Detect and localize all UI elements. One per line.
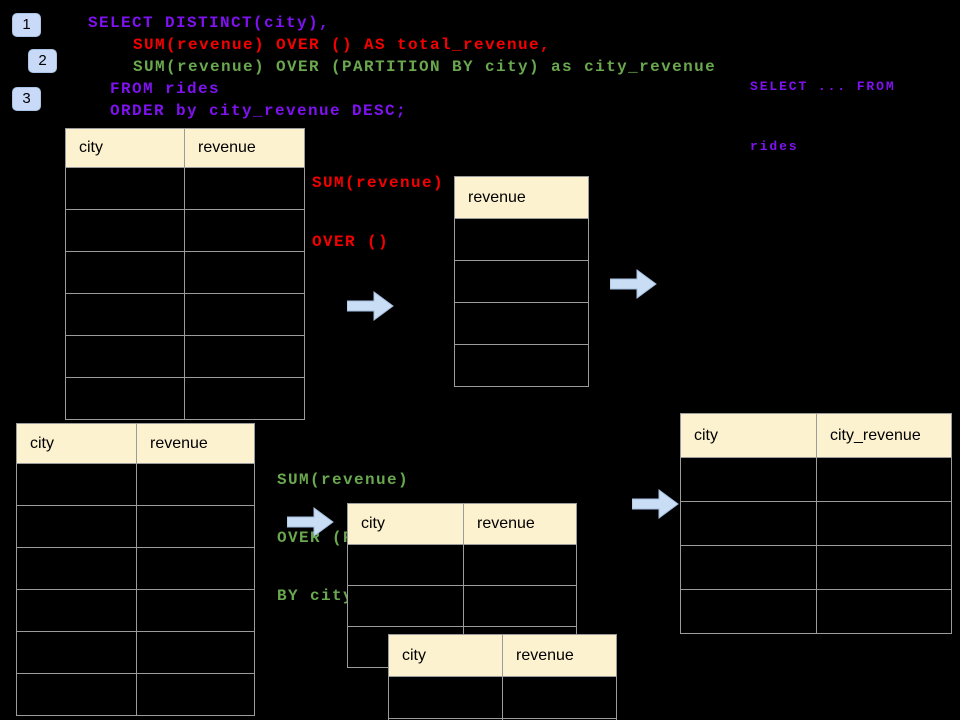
table-cell [65, 335, 185, 378]
table-rides-bottom: city revenue [16, 423, 255, 716]
table-cell [680, 457, 817, 502]
table-cell [65, 209, 185, 252]
table-cell [184, 251, 305, 294]
table-cell [136, 505, 255, 548]
table-cell [16, 631, 137, 674]
table-cell [16, 589, 137, 632]
column-header-city-revenue: city_revenue [816, 413, 952, 458]
column-header-revenue: revenue [463, 503, 577, 545]
column-header-revenue: revenue [136, 423, 255, 464]
side-note-line-1: SELECT ... FROM [750, 79, 896, 94]
step-badge-3-label: 3 [22, 90, 31, 107]
step-badge-3: 3 [12, 87, 41, 111]
sql-line-select: SELECT DISTINCT(city), [88, 14, 331, 32]
annotation-total-line-1: SUM(revenue) [312, 174, 445, 192]
table-cell [502, 718, 617, 720]
column-header-revenue: revenue [184, 128, 305, 168]
table-cell [680, 589, 817, 634]
arrow-right-icon [286, 507, 334, 542]
table-cell [184, 377, 305, 420]
table-cell [136, 631, 255, 674]
table-city-revenue: city city_revenue [680, 413, 952, 634]
table-cell [16, 547, 137, 590]
column-header-city: city [388, 634, 503, 677]
table-cell [816, 457, 952, 502]
table-cell [136, 547, 255, 590]
sql-line-order-by: ORDER by city_revenue DESC; [110, 102, 408, 120]
sql-line-sum-over: SUM(revenue) OVER () AS total_revenue, [133, 36, 552, 54]
table-cell [454, 218, 589, 261]
table-cell [463, 544, 577, 586]
step-badge-1-label: 1 [22, 16, 31, 33]
table-cell [136, 589, 255, 632]
side-note-line-2: rides [750, 139, 799, 154]
column-header-revenue: revenue [502, 634, 617, 677]
table-cell [16, 673, 137, 716]
table-cell [65, 251, 185, 294]
table-cell [347, 585, 464, 627]
table-cell [65, 293, 185, 336]
table-cell [463, 585, 577, 627]
table-cell [136, 463, 255, 506]
table-cell [16, 505, 137, 548]
step-badge-2: 2 [28, 49, 57, 73]
table-cell [184, 209, 305, 252]
sql-line-sum-partition: SUM(revenue) OVER (PARTITION BY city) as… [133, 58, 717, 76]
arrow-right-icon [609, 269, 657, 304]
table-cell [816, 501, 952, 546]
column-header-city: city [65, 128, 185, 168]
table-cell [184, 167, 305, 210]
table-cell [454, 344, 589, 387]
table-cell [816, 545, 952, 590]
table-total-revenue: revenue [454, 176, 589, 387]
arrow-right-icon [631, 489, 679, 524]
column-header-city: city [680, 413, 817, 458]
column-header-city: city [16, 423, 137, 464]
table-cell [136, 673, 255, 716]
step-badge-1: 1 [12, 13, 41, 37]
table-cell [16, 463, 137, 506]
table-cell [680, 501, 817, 546]
column-header-revenue: revenue [454, 176, 589, 219]
table-cell [347, 544, 464, 586]
table-cell [454, 260, 589, 303]
column-header-city: city [347, 503, 464, 545]
table-cell [184, 293, 305, 336]
table-cell [816, 589, 952, 634]
arrow-right-icon [346, 291, 394, 326]
annotation-total-revenue: SUM(revenue) OVER () [312, 138, 444, 292]
table-cell [502, 676, 617, 719]
step-badge-2-label: 2 [38, 52, 47, 69]
table-cell [388, 676, 503, 719]
table-cell [65, 377, 185, 420]
table-cell [184, 335, 305, 378]
side-note-select-from: SELECT ... FROM rides [750, 37, 896, 197]
annotation-partition-line-1: SUM(revenue) [277, 471, 410, 489]
table-cell [680, 545, 817, 590]
table-rides-top: city revenue [65, 128, 305, 420]
table-cell [65, 167, 185, 210]
table-partition-front: city revenue [388, 634, 617, 720]
annotation-total-line-2: OVER () [312, 233, 390, 251]
table-cell [454, 302, 589, 345]
sql-line-from: FROM rides [110, 80, 221, 98]
